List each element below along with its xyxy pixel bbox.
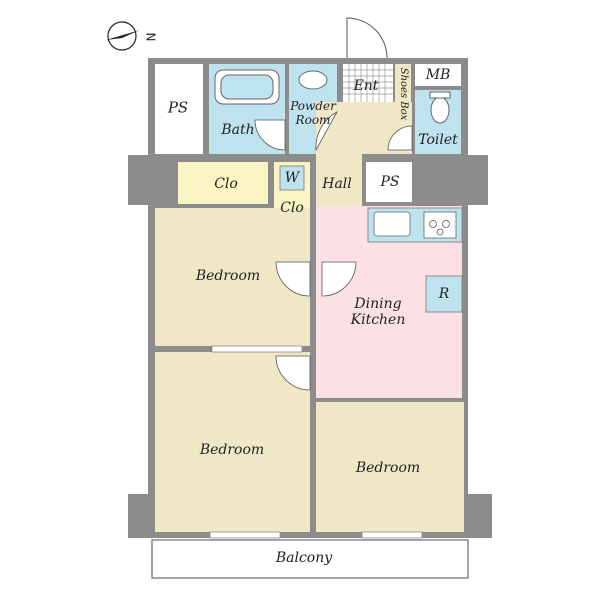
stove-burner: [429, 220, 437, 228]
room-label-closet-top: Clo: [214, 175, 238, 192]
room-label-powder-room: Powder Room: [290, 99, 336, 127]
room-label-toilet: Toilet: [418, 131, 458, 148]
room-label-ps-left: PS: [167, 98, 189, 117]
room-label-bath: Bath: [221, 121, 255, 138]
ps-right-room: [366, 162, 412, 202]
sliding-door-bedroom: [211, 345, 303, 353]
room-label-closet-small: Clo: [280, 199, 304, 216]
refrigerator-box: [425, 275, 463, 313]
room-label-refrigerator: R: [438, 285, 450, 302]
room-label-bedroom-2: Bedroom: [199, 441, 265, 458]
door-bedroom-2: [275, 355, 311, 391]
room-label-w: W: [284, 169, 300, 186]
column-top-right: [464, 155, 488, 205]
room-label-ps-right: PS: [380, 173, 400, 190]
ps-left-room: [155, 64, 203, 154]
window-bottom-left: [209, 531, 281, 539]
bedroom-3-floor: [316, 402, 464, 532]
room-label-dining-kitchen: Dining Kitchen: [350, 295, 406, 328]
mb-room: [415, 64, 461, 86]
kitchen-sink: [373, 211, 411, 237]
sink: [298, 70, 328, 90]
column-top-left: [128, 155, 152, 205]
washer-box: [279, 165, 305, 191]
compass-north-label: N: [143, 32, 158, 42]
room-label-bedroom-3: Bedroom: [355, 459, 421, 476]
kitchen-stove: [423, 211, 457, 239]
stove-burner: [436, 228, 444, 236]
door-toilet: [387, 125, 413, 151]
closet-top: [178, 162, 268, 204]
toilet-tank: [429, 91, 451, 99]
room-label-bedroom-1: Bedroom: [195, 267, 261, 284]
door-kitchen: [321, 261, 357, 297]
room-label-mb: MB: [425, 66, 451, 83]
toilet-bowl: [430, 96, 450, 124]
bathtub-inner: [220, 74, 274, 100]
window-bottom-right: [361, 531, 423, 539]
door-powder: [315, 111, 339, 152]
room-label-ent: Ent: [353, 77, 379, 94]
room-label-balcony: Balcony: [275, 549, 333, 566]
door-bedroom-1: [275, 261, 311, 297]
door-bath: [254, 119, 286, 151]
balcony-floor: [151, 539, 469, 579]
stove-burner: [442, 220, 450, 228]
compass-needle-icon: [106, 30, 140, 40]
entrance-tile-grid: [343, 64, 393, 102]
bedroom-2-floor: [155, 352, 310, 532]
room-label-hall: Hall: [322, 175, 352, 192]
entrance-door: [346, 17, 388, 59]
room-label-shoes-box: Shoes Box: [397, 67, 409, 121]
